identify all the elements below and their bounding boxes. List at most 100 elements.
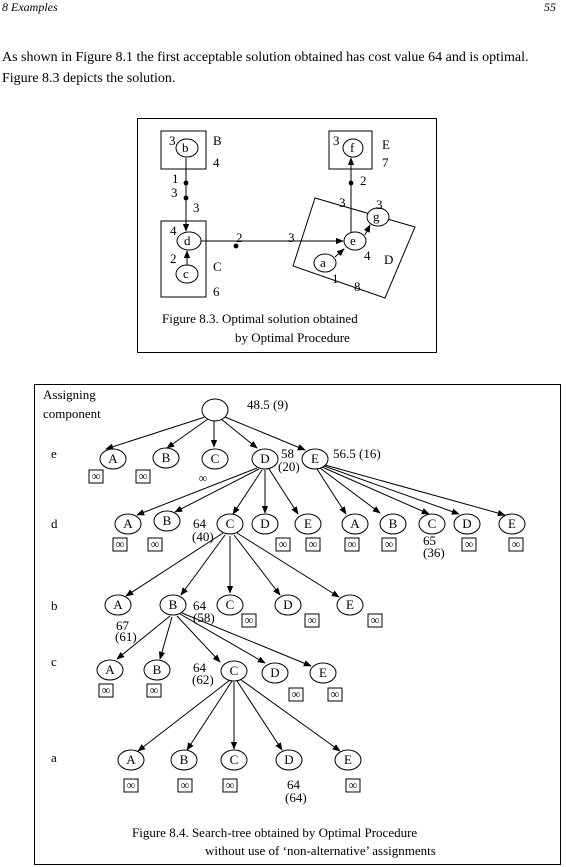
- tree-node: [117, 749, 145, 771]
- edge-a-e: [334, 248, 345, 258]
- edge: [321, 466, 430, 515]
- tree-node-label: C: [211, 451, 220, 466]
- weight-e: 4: [364, 248, 371, 263]
- infinity-box: [98, 683, 114, 698]
- infinity-symbol: ∞: [371, 613, 380, 627]
- infinity-box: [381, 537, 397, 552]
- node-d-label: d: [184, 233, 191, 248]
- tree-node: [275, 749, 303, 771]
- infinity-symbol: ∞: [331, 687, 340, 701]
- cost-label: 67: [116, 618, 130, 633]
- cost-label: 64: [287, 777, 301, 792]
- edge: [316, 468, 347, 515]
- edge: [220, 418, 258, 449]
- infinity-box: [288, 687, 304, 702]
- infinity-symbol: ∞: [102, 683, 111, 697]
- node-b-label: b: [182, 140, 189, 155]
- assigning-component-heading-line2: component: [43, 406, 101, 421]
- edge: [233, 534, 281, 596]
- infinity-box: [345, 778, 361, 793]
- infinity-box: [135, 469, 151, 484]
- tree-node: [336, 594, 364, 616]
- figure-8-3-diagram: b f d c e g a 3 B 4 3 E 7 1 3 3 4 2 C 6 …: [160, 130, 416, 345]
- figure-8-4: Assigning component e d b c a: [34, 384, 561, 865]
- tree-node-label: E: [346, 597, 354, 612]
- edge: [180, 534, 226, 596]
- infinity-symbol: ∞: [279, 537, 288, 551]
- tree-node-label: D: [270, 665, 279, 680]
- component-D-size: 8: [354, 279, 361, 294]
- infinity-symbol: ∞: [385, 537, 394, 551]
- tree-node: [201, 448, 229, 470]
- tree-node: [170, 749, 198, 771]
- cost-label: 64: [193, 660, 207, 675]
- infinity-box: [344, 537, 360, 552]
- tree-node-label: E: [304, 516, 312, 531]
- tree-node-label: B: [169, 597, 178, 612]
- tree-node-label: C: [230, 752, 239, 767]
- figure-8-4-caption-line2: without use of ‘non-alternative’ assignm…: [205, 843, 436, 858]
- component-B-size: 4: [213, 155, 220, 170]
- node-c-label: c: [183, 266, 189, 281]
- infinity-box: [367, 613, 383, 628]
- tree-node: [334, 749, 362, 771]
- component-box-C: [160, 220, 207, 298]
- tree-node-label: C: [226, 597, 235, 612]
- cost-label: 65: [423, 533, 436, 548]
- tree-node: [143, 659, 171, 681]
- tree-node-label: A: [123, 516, 133, 531]
- tree-node: [220, 660, 248, 682]
- node-e-label: e: [350, 233, 356, 248]
- edge: [137, 679, 231, 752]
- tree-node: [251, 513, 279, 535]
- cost-label: 58: [281, 446, 294, 461]
- figure-8-3-caption-line1: Figure 8.3. Optimal solution obtained: [162, 311, 358, 326]
- tree-node: [153, 510, 181, 532]
- row-b: A B C D E: [104, 594, 364, 616]
- infinity-symbol: ∞: [292, 687, 301, 701]
- weight-g: 3: [376, 197, 383, 212]
- component-C-label: C: [213, 259, 222, 274]
- edge: [174, 468, 260, 513]
- edge: [105, 416, 206, 450]
- tree-node: [309, 662, 337, 684]
- weight-c: 2: [170, 251, 177, 266]
- cost-label: (62): [192, 672, 214, 687]
- infinity-box: [461, 537, 477, 552]
- tree-node-label: A: [105, 662, 115, 677]
- infinity-symbol: ∞: [512, 537, 521, 551]
- edge-dot: [183, 180, 189, 186]
- tree-node-label: C: [226, 516, 235, 531]
- edge-bd-weight-3: 3: [193, 200, 200, 215]
- tree-node-label: E: [344, 752, 352, 767]
- edge: [236, 532, 340, 598]
- infinity-symbol: ∞: [465, 537, 474, 551]
- level-label-c: c: [51, 654, 57, 669]
- cost-label: (58): [193, 610, 215, 625]
- edge-bd-weight-2: 3: [171, 185, 178, 200]
- node-a: [313, 253, 337, 273]
- infinity-box: [123, 778, 139, 793]
- tree-node: [152, 447, 180, 469]
- edge: [323, 465, 460, 515]
- root-node: [201, 398, 229, 422]
- tree-node: [341, 513, 369, 535]
- tree-node: [159, 594, 187, 616]
- tree-node: [216, 594, 244, 616]
- level-label-e: e: [51, 446, 57, 461]
- edge: [181, 612, 312, 667]
- infinity-symbol: ∞: [92, 469, 101, 483]
- tree-node-label: E: [508, 516, 516, 531]
- weight-d: 4: [170, 223, 177, 238]
- tree-node: [99, 448, 127, 470]
- infinity-symbol: ∞: [127, 778, 136, 792]
- row-d: A B C D E A B C D E: [114, 510, 526, 535]
- infinity-box: [275, 537, 291, 552]
- edge-dot: [183, 195, 189, 201]
- infinity-symbol: ∞: [150, 683, 159, 697]
- cost-label: (20): [278, 459, 300, 474]
- edge: [239, 678, 341, 752]
- weight-f: 3: [333, 133, 340, 148]
- edge: [136, 467, 258, 516]
- tree-node: [251, 448, 279, 470]
